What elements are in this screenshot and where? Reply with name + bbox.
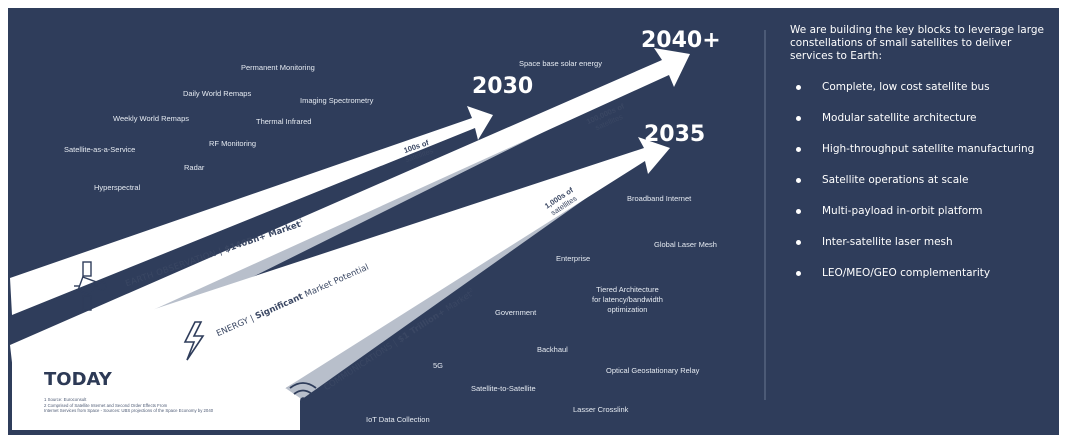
today-label: TODAY [44, 369, 112, 390]
earth-observation-arrow [10, 106, 493, 315]
capability-text: Satellite operations at scale [822, 174, 969, 186]
label-thermal-infrared: Thermal Infrared [256, 117, 312, 126]
label-laser-crosslink: Lasser Crosslink [573, 405, 629, 414]
label-global-laser-mesh: Global Laser Mesh [654, 240, 717, 249]
year-2040: 2040+ [641, 28, 721, 53]
bullet-icon [796, 209, 801, 214]
label-enterprise: Enterprise [556, 254, 591, 263]
lightning-icon [183, 321, 205, 361]
bullet-icon [796, 178, 801, 183]
footnotes: 1 Source: Euroconsult 2 Comprised of Sat… [44, 397, 213, 414]
label-permanent-monitoring: Permanent Monitoring [241, 63, 315, 72]
capability-item: LEO/MEO/GEO complementarity [790, 267, 1050, 280]
label-hyperspectral: Hyperspectral [94, 183, 141, 192]
satellite-icon [74, 261, 107, 311]
tiered-line1: Tiered Architecture [596, 285, 659, 294]
capabilities-intro: We are building the key blocks to levera… [790, 24, 1044, 62]
bullet-icon [796, 85, 801, 90]
bullet-icon [796, 271, 801, 276]
capability-item: Satellite operations at scale [790, 174, 1050, 187]
tiered-line2: for latency/bandwidth [592, 295, 663, 304]
label-radar: Radar [184, 163, 205, 172]
today-base [12, 330, 300, 430]
capability-item: Multi-payload in-orbit platform [790, 205, 1050, 218]
bullet-icon [796, 147, 801, 152]
label-space-base-solar: Space base solar energy [519, 59, 602, 68]
capability-item: Modular satellite architecture [790, 112, 1050, 125]
capability-text: Inter-satellite laser mesh [822, 236, 953, 248]
label-backhaul: Backhaul [537, 345, 568, 354]
bullet-icon [796, 240, 801, 245]
label-5g: 5G [433, 361, 444, 370]
label-iot-data-collection: IoT Data Collection [366, 415, 430, 424]
footnote-1: 1 Source: Euroconsult [44, 397, 87, 402]
capability-item: High-throughput satellite manufacturing [790, 143, 1050, 156]
label-weekly-world-remaps: Weekly World Remaps [113, 114, 189, 123]
year-2030: 2030 [472, 74, 534, 99]
capability-item: Complete, low cost satellite bus [790, 81, 1050, 94]
footnote-2: 2 Comprised of Satellite Internet and Se… [44, 402, 168, 408]
capabilities-panel: We are building the key blocks to levera… [790, 24, 1050, 298]
label-government: Government [495, 308, 537, 317]
label-daily-world-remaps: Daily World Remaps [183, 89, 252, 98]
tiered-line3: optimization [607, 305, 648, 314]
capability-text: High-throughput satellite manufacturing [822, 143, 1035, 155]
capability-item: Inter-satellite laser mesh [790, 236, 1050, 249]
capability-text: Complete, low cost satellite bus [822, 81, 990, 93]
label-broadband-internet: Broadband Internet [627, 194, 692, 203]
capability-text: LEO/MEO/GEO complementarity [822, 267, 991, 279]
label-imaging-spectrometry: Imaging Spectrometry [300, 96, 374, 105]
label-satellite-to-satellite: Satellite-to-Satellite [471, 384, 536, 393]
label-tiered-architecture: Tiered Architecture for latency/bandwidt… [592, 285, 663, 315]
capability-text: Multi-payload in-orbit platform [822, 205, 983, 217]
label-satellite-as-a-service: Satellite-as-a-Service [64, 145, 136, 154]
bullet-icon [796, 116, 801, 121]
capabilities-list: Complete, low cost satellite bus Modular… [790, 81, 1050, 280]
label-rf-monitoring: RF Monitoring [209, 139, 257, 148]
capability-text: Modular satellite architecture [822, 112, 977, 124]
footnote-3: Internet Services from Space - Sources: … [44, 408, 214, 413]
year-2035: 2035 [644, 122, 706, 147]
energy-arrow [10, 48, 690, 380]
wifi-icon [289, 382, 317, 403]
label-optical-geo-relay: Optical Geostationary Relay [606, 366, 700, 375]
